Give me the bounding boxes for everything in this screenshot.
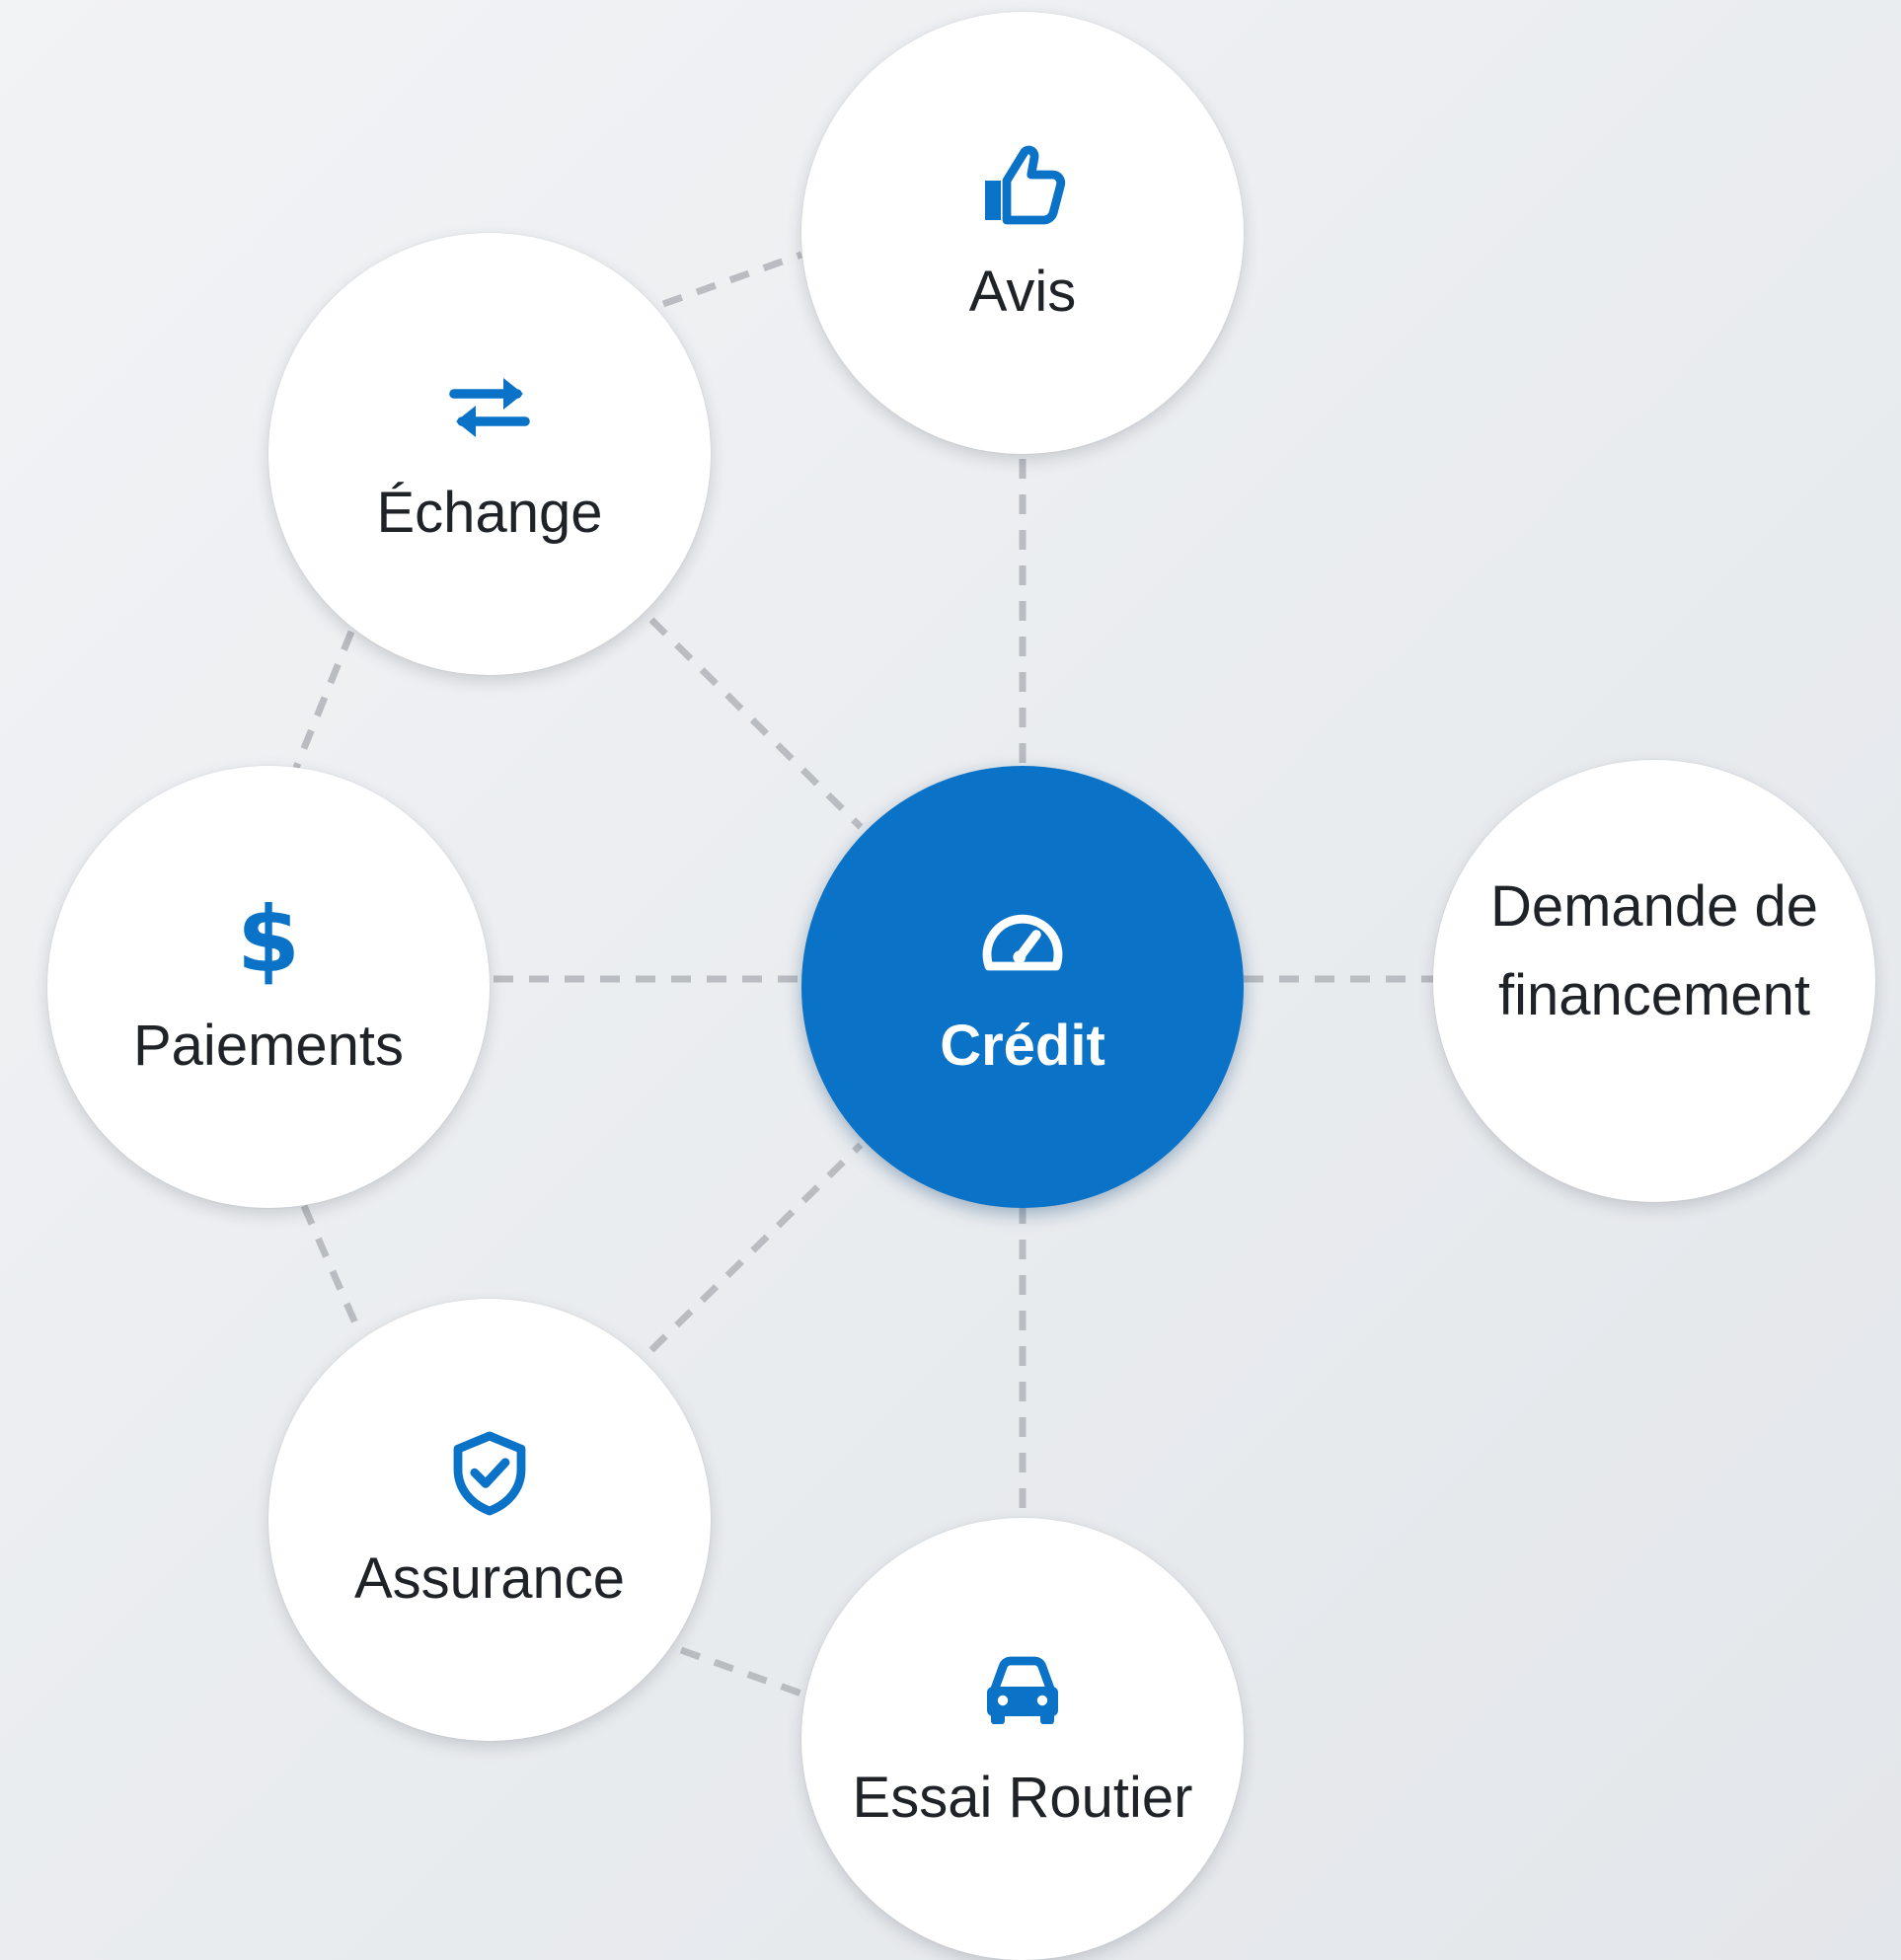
node-label-financement: Demande de financement [1490,863,1818,1040]
node-label-credit: Crédit [940,1014,1105,1079]
node-label-avis: Avis [968,260,1077,325]
connector-assurance-essai [679,1646,803,1697]
node-avis[interactable]: Avis [801,12,1244,454]
connector-paiements-assurance [300,1204,363,1334]
node-label-assurance: Assurance [353,1546,626,1612]
node-echange[interactable]: Échange [268,233,711,675]
swap-arrows-icon [442,360,537,455]
node-label-financement-line1: Demande de [1489,874,1819,940]
node-label-echange: Échange [376,481,603,546]
shield-check-icon [442,1426,537,1521]
node-label-financement-line2: financement [1498,963,1810,1027]
node-assurance[interactable]: Assurance [268,1299,711,1741]
thumbs-up-icon [975,139,1070,234]
node-credit[interactable]: Crédit [801,766,1244,1208]
connector-center-echange [648,617,864,830]
connector-echange-avis [661,251,803,308]
dollar-icon: $ [221,893,316,988]
dollar-symbol: $ [236,887,300,994]
node-label-essai-routier: Essai Routier [852,1766,1193,1831]
car-icon [975,1645,1070,1740]
node-label-paiements: Paiements [132,1014,405,1079]
node-essai-routier[interactable]: Essai Routier [801,1518,1244,1960]
connector-center-assurance [648,1142,864,1353]
node-financement[interactable]: Demande de financement [1433,760,1875,1202]
connector-echange-paiements [292,630,355,770]
gauge-icon [975,893,1070,988]
node-paiements[interactable]: $ Paiements [47,766,490,1208]
